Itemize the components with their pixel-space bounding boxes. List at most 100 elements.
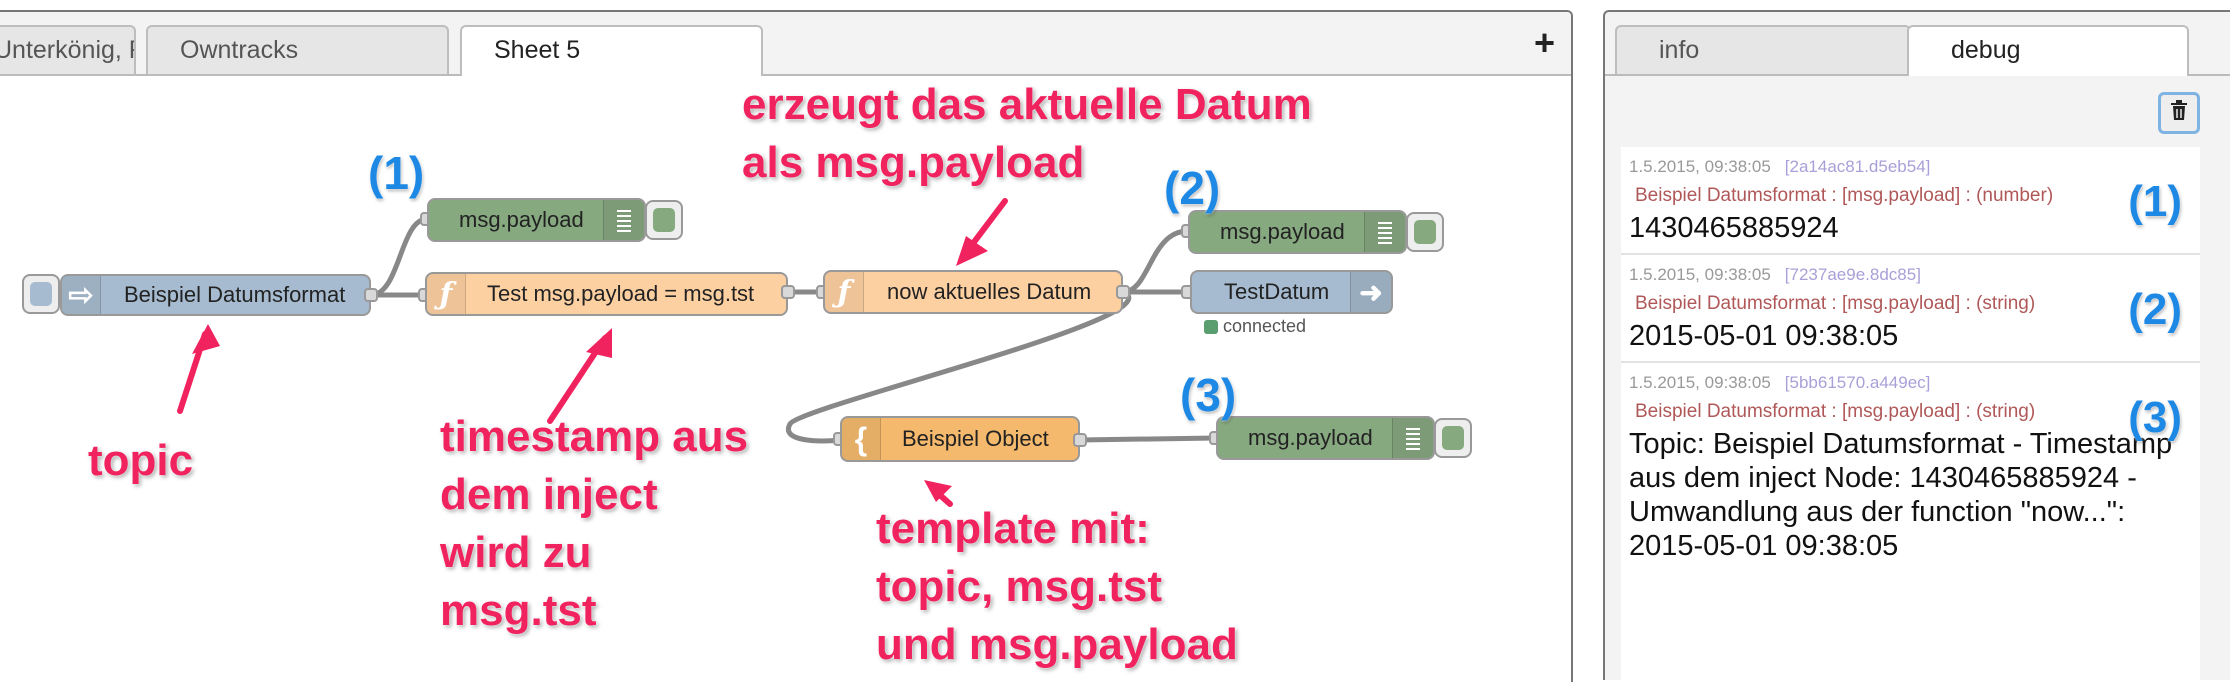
tab-sheet-5[interactable]: Sheet 5 — [460, 25, 763, 76]
message-time: 1.5.2015, 09:38:05 — [1629, 373, 1771, 392]
tab-label: Unterkönig, Fri — [0, 36, 134, 64]
debug-message[interactable]: 1.5.2015, 09:38:05 [7237ae9e.8dc85] Beisp… — [1621, 255, 2200, 363]
function-icon: ƒ — [427, 274, 466, 314]
annotation-erzeugt: erzeugt das aktuelle Datum als msg.paylo… — [742, 76, 1312, 192]
output-port[interactable] — [364, 288, 378, 302]
node-label: msg.payload — [459, 207, 584, 232]
wire-func2-template — [786, 289, 1131, 444]
message-meta: 1.5.2015, 09:38:05 [5bb61570.a449ec] — [1629, 373, 2192, 393]
message-meta: 1.5.2015, 09:38:05 [2a14ac81.d5eb54] — [1629, 157, 2192, 177]
node-label: now aktuelles Datum — [887, 279, 1092, 304]
status-text: connected — [1223, 316, 1307, 336]
arrowhead-erzeugt — [956, 236, 988, 266]
inject-node[interactable]: ⇨ Beispiel Datumsformat — [60, 274, 371, 316]
inject-trigger-button[interactable] — [22, 274, 60, 314]
debug-node-2[interactable]: msg.payload — [1188, 210, 1407, 254]
output-port[interactable] — [1073, 433, 1087, 447]
debug-node-1[interactable]: msg.payload — [427, 198, 646, 242]
annotation-line: und msg.payload — [876, 620, 1238, 669]
template-brace-icon: { — [842, 418, 881, 460]
annotation-number-1: (1) — [2128, 177, 2182, 226]
message-meta: 1.5.2015, 09:38:05 [7237ae9e.8dc85] — [1629, 265, 2192, 285]
arrowhead-topic — [192, 324, 220, 354]
output-port[interactable] — [1116, 285, 1130, 299]
annotation-timestamp: timestamp aus dem inject wird zu msg.tst — [440, 408, 748, 640]
tab-unterkoenig[interactable]: Unterkönig, Fri — [0, 25, 136, 74]
node-label: msg.payload — [1220, 219, 1345, 244]
debug-toolbar — [1605, 76, 2230, 142]
debug-message-list[interactable]: 1.5.2015, 09:38:05 [2a14ac81.d5eb54] Beis… — [1621, 147, 2200, 680]
flow-workspace: Unterkönig, Fri Owntracks Sheet 5 + — [0, 10, 1573, 682]
tab-owntracks[interactable]: Owntracks — [146, 25, 449, 74]
debug-toggle-button[interactable] — [1434, 418, 1472, 458]
inject-arrow-icon: ⇨ — [62, 276, 101, 314]
annotation-number-2: (2) — [1164, 162, 1221, 214]
annotation-number-3: (3) — [2128, 393, 2182, 442]
debug-node-3[interactable]: msg.payload — [1216, 416, 1435, 460]
bridge-arrow-icon: ➜ — [1350, 272, 1391, 312]
arrowhead-template — [924, 480, 952, 502]
flow-canvas[interactable]: ⇨ Beispiel Datumsformat msg.payload ƒ Te… — [0, 76, 1571, 682]
wires — [177, 198, 1217, 507]
annotation-line: als msg.payload — [742, 138, 1085, 187]
message-time: 1.5.2015, 09:38:05 — [1629, 157, 1771, 176]
message-payload: 1430465885924 — [1629, 212, 1839, 244]
debug-message[interactable]: 1.5.2015, 09:38:05 [2a14ac81.d5eb54] Beis… — [1621, 147, 2200, 255]
annotation-line: topic, msg.tst — [876, 562, 1163, 611]
node-label: msg.payload — [1248, 425, 1373, 450]
annotation-number-1: (1) — [368, 147, 425, 199]
annotation-number-3: (3) — [1180, 369, 1237, 421]
debug-message[interactable]: 1.5.2015, 09:38:05 [5bb61570.a449ec] Beis… — [1621, 363, 2200, 571]
function-node-1[interactable]: ƒ Test msg.payload = msg.tst — [425, 272, 788, 316]
sidebar: info debug 1.5.2015, 09:38:05 [2a14ac81.d… — [1603, 10, 2230, 680]
output-port[interactable] — [781, 285, 795, 299]
message-payload: Topic: Beispiel Datumsformat - Timestamp… — [1629, 428, 2173, 562]
annotation-line: wird zu — [440, 528, 592, 577]
arrowhead-timestamp — [586, 328, 612, 358]
annotation-line: dem inject — [440, 470, 658, 519]
tab-info[interactable]: info — [1615, 25, 1911, 74]
message-node-id[interactable]: [5bb61570.a449ec] — [1784, 373, 1931, 392]
tab-label: Owntracks — [180, 36, 299, 64]
mqtt-out-node[interactable]: TestDatum ➜ — [1190, 270, 1393, 314]
debug-list-icon — [603, 200, 644, 240]
tab-label: debug — [1951, 36, 2021, 64]
node-label: Test msg.payload = msg.tst — [487, 281, 755, 306]
tab-label: info — [1659, 36, 1700, 64]
tab-debug[interactable]: debug — [1907, 25, 2189, 76]
clear-debug-button[interactable] — [2158, 92, 2200, 134]
wire-inject-debug1 — [370, 216, 428, 298]
annotation-topic: topic — [88, 436, 194, 485]
sidebar-tab-bar: info debug — [1605, 12, 2230, 76]
annotation-line: msg.tst — [440, 586, 597, 635]
message-topic: Beispiel Datumsformat : [msg.payload] : … — [1635, 293, 2036, 314]
annotation-line: erzeugt das aktuelle Datum — [742, 80, 1312, 129]
tab-label: Sheet 5 — [494, 36, 581, 64]
annotation-number-2: (2) — [2128, 285, 2182, 334]
debug-list-icon — [1364, 212, 1405, 252]
mqtt-status: connected — [1204, 316, 1306, 337]
workspace-tab-bar: Unterkönig, Fri Owntracks Sheet 5 + — [0, 12, 1571, 76]
wire-template-debug3 — [1079, 435, 1217, 443]
message-payload: 2015-05-01 09:38:05 — [1629, 320, 1899, 352]
message-time: 1.5.2015, 09:38:05 — [1629, 265, 1771, 284]
annotation-template: template mit: topic, msg.tst und msg.pay… — [876, 500, 1238, 674]
function-node-2[interactable]: ƒ now aktuelles Datum — [823, 270, 1123, 314]
message-topic: Beispiel Datumsformat : [msg.payload] : … — [1635, 185, 2054, 206]
node-label: Beispiel Object — [902, 426, 1049, 451]
function-icon: ƒ — [825, 272, 864, 312]
template-node[interactable]: { Beispiel Object — [840, 416, 1080, 462]
node-label: Beispiel Datumsformat — [124, 282, 346, 307]
debug-toggle-button[interactable] — [1406, 212, 1444, 252]
message-node-id[interactable]: [7237ae9e.8dc85] — [1784, 265, 1921, 284]
trash-icon — [2170, 100, 2188, 126]
debug-list-icon — [1392, 418, 1433, 458]
annotation-line: timestamp aus — [440, 412, 749, 461]
message-topic: Beispiel Datumsformat : [msg.payload] : … — [1635, 401, 2036, 422]
message-node-id[interactable]: [2a14ac81.d5eb54] — [1784, 157, 1931, 176]
debug-toggle-button[interactable] — [645, 200, 683, 240]
add-tab-button[interactable]: + — [1533, 22, 1555, 63]
wire-func2-debug2 — [1122, 228, 1189, 295]
annotation-line: template mit: — [876, 504, 1150, 553]
node-label: TestDatum — [1224, 279, 1330, 304]
